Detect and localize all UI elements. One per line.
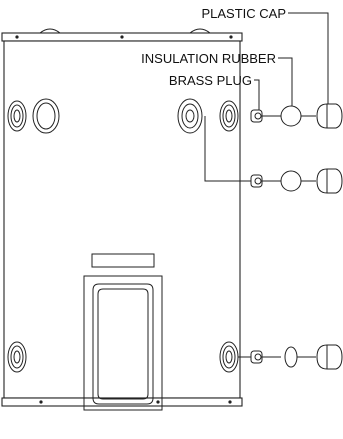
cover-inner (97, 288, 149, 400)
access-cover (83, 253, 163, 411)
label-brass-plug: BRASS PLUG (169, 73, 252, 88)
tank-panel (3, 40, 241, 399)
insulation-rubber-row2 (280, 170, 316, 192)
top-bump-left (39, 28, 61, 34)
tank-bottom-rim (1, 397, 243, 407)
brass-plug-row1 (250, 109, 281, 123)
port-top-left-inner (32, 98, 60, 134)
port-top-left-outer (7, 100, 27, 132)
leader-plastic-cap (288, 12, 329, 104)
brass-plug-row2 (250, 174, 281, 188)
bottom-screw-3 (228, 400, 232, 404)
port-top-right-a (177, 98, 203, 134)
cover-label-plate (91, 253, 155, 268)
leader-brass-plug (254, 79, 260, 110)
top-screw-3 (229, 35, 233, 39)
bottom-screw-1 (39, 400, 43, 404)
plastic-cap-row3 (316, 344, 343, 370)
brass-plug-row3 (238, 350, 281, 364)
label-insulation-rubber: INSULATION RUBBER (141, 51, 276, 66)
plastic-cap-row2 (316, 168, 343, 194)
label-plastic-cap: PLASTIC CAP (201, 6, 286, 21)
port-top-right-b (219, 100, 239, 132)
leader-row2 (204, 116, 251, 182)
tank-body (1, 28, 243, 407)
bottom-screw-2 (156, 400, 160, 404)
insulation-rubber-row1 (280, 105, 316, 127)
insulation-rubber-row3 (284, 346, 316, 368)
top-screw-1 (15, 35, 19, 39)
top-screw-2 (120, 35, 124, 39)
cover-frame (83, 275, 163, 411)
leader-insulation-rubber (278, 57, 293, 106)
top-bump-right (189, 28, 211, 34)
cover-outer (92, 283, 154, 405)
port-bottom-left (7, 341, 27, 373)
plastic-cap-row1 (316, 103, 343, 129)
